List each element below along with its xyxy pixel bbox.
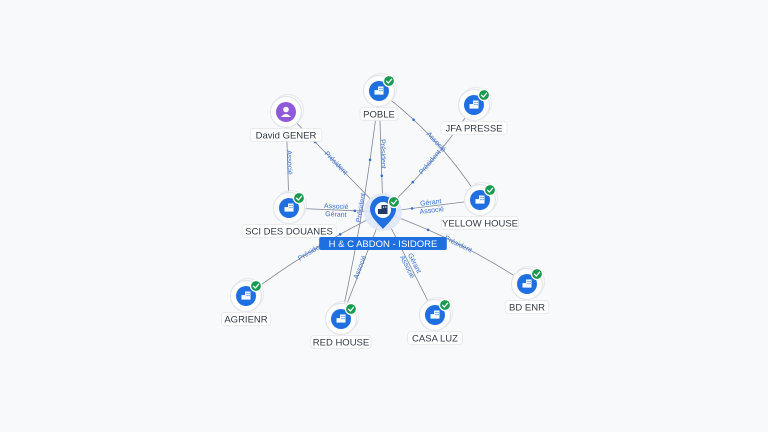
node-poble[interactable]: POBLE (359, 72, 399, 121)
node-label: CASA LUZ (412, 334, 458, 345)
person-icon (281, 106, 291, 117)
edge-label: Associé (324, 203, 349, 211)
verified-check-icon (530, 267, 544, 281)
node-red[interactable]: RED HOUSE (310, 300, 372, 349)
edge-label: Associé (419, 206, 444, 216)
building-icon (284, 203, 294, 212)
center-node[interactable]: H & C ABDON - ISIDORE (319, 193, 447, 250)
node-label: RED HOUSE (313, 338, 369, 349)
node-label: BD ENR (509, 303, 545, 314)
edge-label: Gérant (325, 211, 347, 219)
node-jfa[interactable]: JFA PRESSE (440, 86, 508, 135)
edge-label: Associé (285, 150, 293, 175)
building-icon (241, 291, 251, 300)
verified-check-icon (387, 195, 401, 209)
edge-label: Président (418, 149, 443, 176)
verified-check-icon (344, 302, 358, 316)
edge-yellow[interactable] (378, 90, 481, 201)
center-label-background (319, 237, 447, 250)
verified-check-icon (483, 183, 497, 197)
edge-label: Président (356, 193, 368, 223)
node-label: SCI DES DOUANES (245, 227, 333, 238)
building-icon (336, 314, 346, 323)
edge-label: Président (323, 150, 349, 176)
verified-check-icon (438, 298, 452, 312)
building-icon (475, 195, 485, 204)
edge-line (378, 90, 481, 201)
edge-arrow (353, 209, 357, 213)
building-icon (522, 279, 532, 288)
edge-arrow (368, 158, 372, 162)
node-david[interactable]: David GENER (249, 93, 323, 142)
building-icon (378, 205, 388, 214)
node-bdenr[interactable]: BD ENR (504, 265, 550, 314)
verified-check-icon (249, 279, 263, 293)
center-label: H & C ABDON - ISIDORE (329, 239, 438, 250)
edge-label: Président (379, 139, 387, 169)
node-label: POBLE (363, 110, 395, 121)
node-label: David GENER (256, 131, 317, 142)
nodes-layer: POBLE JFA PRESSE David GENER SCI DES DOUANE… (220, 72, 550, 349)
building-icon (469, 100, 479, 109)
edge-label: Gérant (420, 198, 442, 208)
building-icon (430, 310, 440, 319)
edge-arrow (411, 180, 415, 184)
node-label: JFA PRESSE (445, 124, 502, 135)
verified-check-icon (477, 88, 491, 102)
node-label: AGRIENR (224, 315, 267, 326)
node-sci[interactable]: SCI DES DOUANES (241, 189, 337, 238)
verified-check-icon (382, 74, 396, 88)
edge-arrow (380, 174, 384, 177)
edge-label: Associé (353, 255, 369, 280)
node-label: YELLOW HOUSE (442, 219, 518, 230)
node-yellow[interactable]: YELLOW HOUSE (440, 181, 519, 230)
edge-arrow (338, 233, 342, 236)
node-casaluz[interactable]: CASA LUZ (407, 296, 463, 345)
node-agrienr[interactable]: AGRIENR (220, 277, 271, 326)
edge-arrow (410, 207, 414, 210)
verified-check-icon (292, 191, 306, 205)
edge-arrow (426, 228, 430, 232)
edge-arrow (412, 118, 415, 122)
building-icon (374, 86, 384, 95)
edge-label: Président (443, 235, 473, 255)
